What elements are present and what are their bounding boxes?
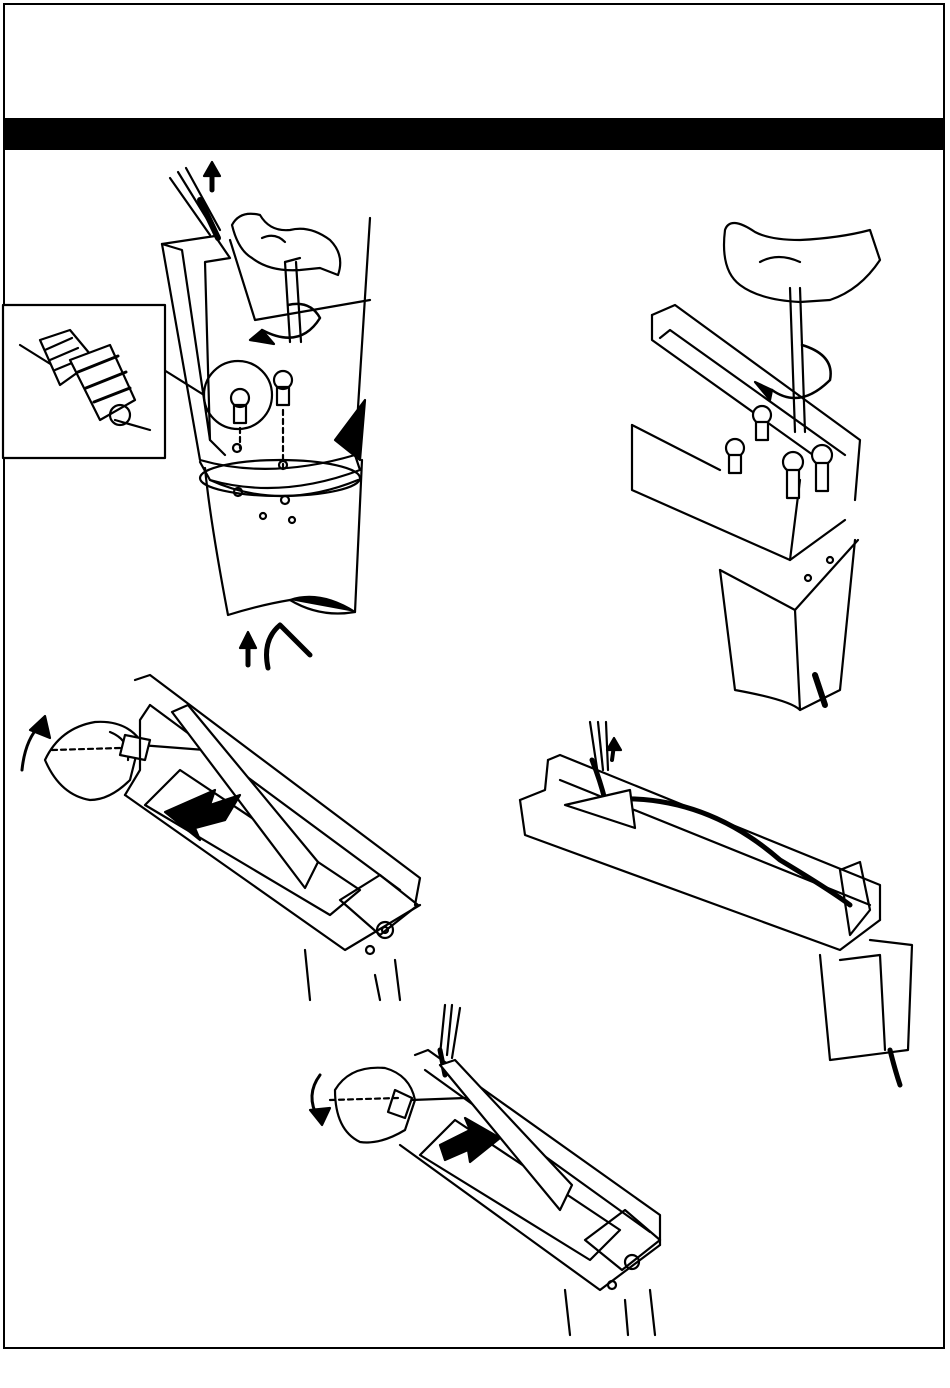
cable-routing-illustration <box>520 722 912 1085</box>
cover-removal-illustration <box>22 675 420 1000</box>
pole-assembly-illustration <box>162 162 370 668</box>
cover-refit-illustration <box>310 1005 660 1335</box>
corner-bracket-illustration <box>632 223 880 710</box>
cable-gland-inset <box>3 305 165 458</box>
